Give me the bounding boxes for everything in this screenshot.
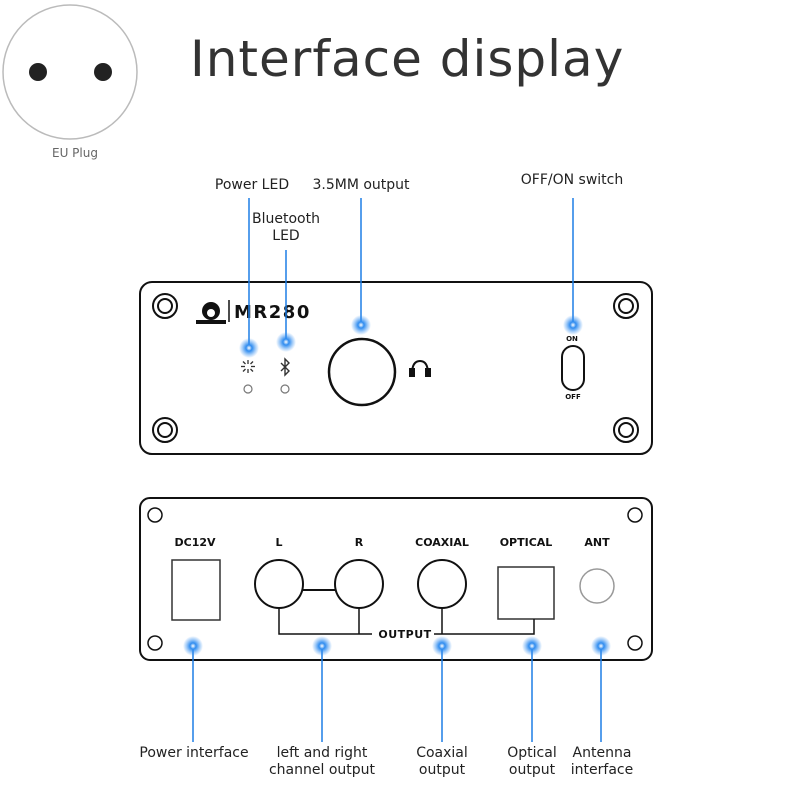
eu-plug-icon <box>2 4 138 140</box>
label-optical-line2: output <box>508 762 556 778</box>
port-label-r: R <box>355 536 364 549</box>
rear-panel: OUTPUT DC12V L R COAXIAL OPTICAL ANT <box>139 497 653 661</box>
port-label-coaxial: COAXIAL <box>415 536 469 549</box>
brand-name: MR280 <box>234 302 311 323</box>
port-label-ant: ANT <box>584 536 610 549</box>
label-switch: OFF/ON switch <box>520 172 624 188</box>
screw-icon <box>613 293 639 319</box>
label-optical-line1: Optical <box>507 745 557 761</box>
power-switch <box>561 345 585 391</box>
power-led <box>243 384 253 394</box>
label-bluetooth-led-line2: LED <box>272 228 300 244</box>
port-label-optical: OPTICAL <box>500 536 553 549</box>
power-led-icon <box>241 360 255 373</box>
callout-glow-dots <box>239 315 583 358</box>
rca-left-port <box>254 559 304 609</box>
output-bracket <box>278 608 535 635</box>
rca-right-port <box>334 559 384 609</box>
label-35mm-output: 3.5MM output <box>312 177 410 193</box>
volume-knob <box>327 337 397 407</box>
bluetooth-icon <box>280 357 290 377</box>
screw-icon <box>147 507 163 523</box>
screw-icon <box>627 635 643 651</box>
page-title: Interface display <box>190 30 625 88</box>
screw-icon <box>627 507 643 523</box>
label-power-led: Power LED <box>214 177 290 193</box>
label-lr-output-line1: left and right <box>276 745 368 761</box>
antenna-port <box>579 568 615 604</box>
dc-port <box>171 559 221 621</box>
label-coaxial-line2: output <box>418 762 466 778</box>
coaxial-port <box>417 559 467 609</box>
label-coaxial-line1: Coaxial <box>416 745 468 761</box>
label-antenna-line1: Antenna <box>572 745 632 761</box>
switch-off-label: OFF <box>565 393 581 401</box>
optical-port <box>497 566 555 620</box>
switch-on-label: ON <box>566 335 578 343</box>
bluetooth-led <box>280 384 290 394</box>
port-label-l: L <box>275 536 282 549</box>
label-antenna-line2: interface <box>570 762 634 778</box>
label-bluetooth-led-line1: Bluetooth <box>252 211 320 227</box>
label-power-interface: Power interface <box>139 745 249 761</box>
label-lr-output-line2: channel output <box>268 762 376 778</box>
screw-icon <box>613 417 639 443</box>
port-label-dc: DC12V <box>174 536 216 549</box>
screw-icon <box>147 635 163 651</box>
brand-logo-icon <box>196 300 230 324</box>
eu-plug-label: EU Plug <box>52 146 98 160</box>
screw-icon <box>152 293 178 319</box>
output-bracket-label: OUTPUT <box>378 628 431 641</box>
callout-glow-dots <box>183 636 611 656</box>
headphone-icon <box>409 359 431 377</box>
front-panel: MR280 ON OFF <box>139 281 653 455</box>
screw-icon <box>152 417 178 443</box>
